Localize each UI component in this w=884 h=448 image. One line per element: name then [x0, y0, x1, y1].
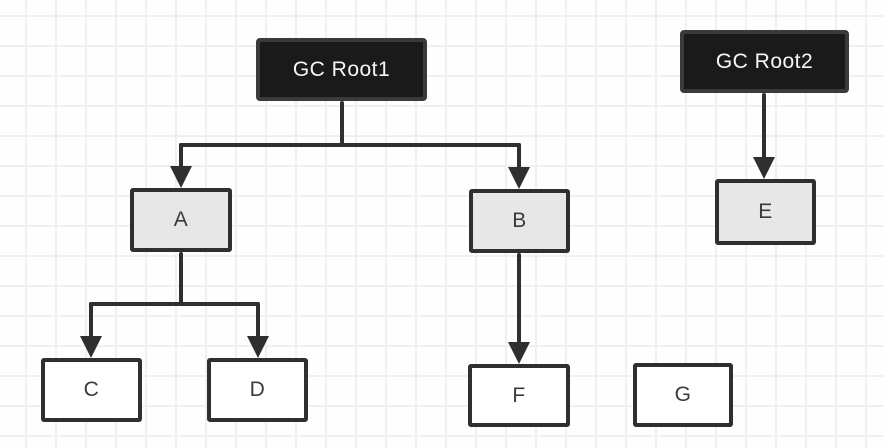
arrowhead-root1-b: [508, 167, 530, 189]
edge-a-trunk: [179, 252, 183, 306]
edge-b-f-segment: [517, 253, 521, 343]
node-d-label: D: [249, 378, 266, 401]
node-gc-root2-label: GC Root2: [715, 49, 814, 73]
node-b-label: B: [512, 209, 527, 232]
edge-root1-a-segment: [179, 143, 183, 168]
edge-a-branch-bar: [89, 302, 260, 306]
arrowhead-root2-e: [753, 157, 775, 179]
node-a[interactable]: A: [130, 188, 232, 252]
node-b[interactable]: B: [469, 189, 570, 253]
edge-root1-b-segment: [517, 143, 521, 169]
node-g[interactable]: G: [633, 363, 733, 427]
arrowhead-b-f: [508, 342, 530, 364]
arrowhead-root1-a: [170, 166, 192, 188]
node-f[interactable]: F: [468, 364, 570, 427]
arrowhead-a-c: [80, 336, 102, 358]
node-d[interactable]: D: [207, 358, 308, 422]
node-gc-root1-label: GC Root1: [292, 57, 391, 81]
edge-a-d-segment: [256, 302, 260, 338]
node-gc-root1[interactable]: GC Root1: [256, 38, 427, 101]
edge-root1-branch-bar: [179, 143, 521, 147]
edge-root2-e-segment: [762, 93, 766, 159]
node-c-label: C: [83, 378, 100, 401]
node-f-label: F: [512, 383, 526, 407]
node-e[interactable]: E: [715, 179, 816, 245]
node-c[interactable]: C: [41, 358, 142, 422]
node-g-label: G: [674, 383, 692, 406]
node-e-label: E: [758, 200, 773, 223]
edge-root1-trunk: [340, 101, 344, 147]
node-a-label: A: [173, 208, 189, 231]
edge-a-c-segment: [89, 302, 93, 338]
node-gc-root2[interactable]: GC Root2: [680, 30, 849, 93]
arrowhead-a-d: [247, 336, 269, 358]
